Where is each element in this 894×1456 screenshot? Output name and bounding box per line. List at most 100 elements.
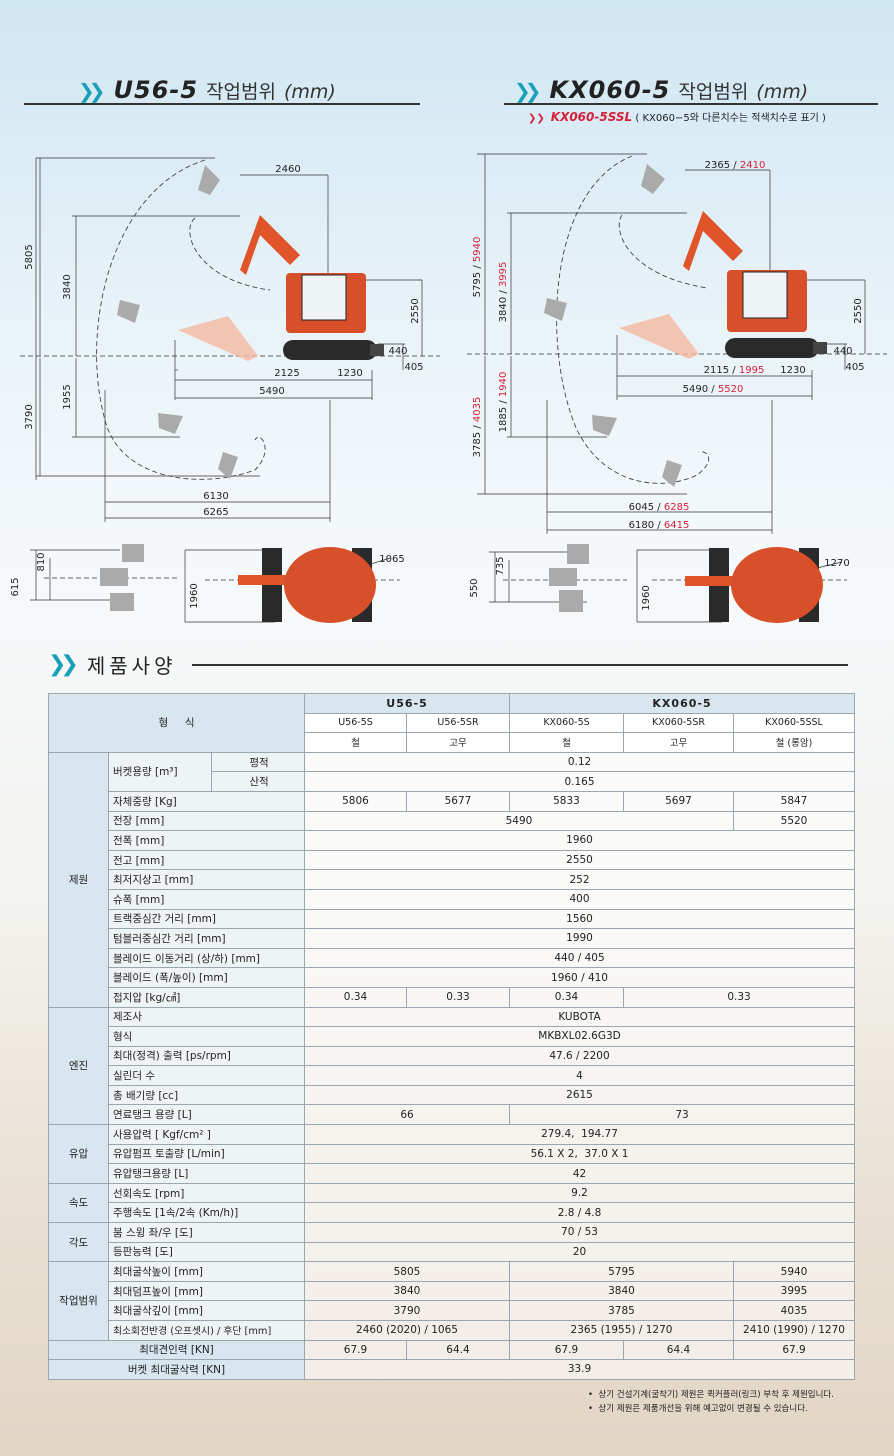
cell: 56.1 X 2, 37.0 X 1 — [303, 1143, 856, 1165]
dim-label: 615 — [10, 577, 21, 596]
cell: 67.9 — [304, 1339, 407, 1361]
dim-label: 1885 / 1940 — [498, 372, 509, 433]
dim-label: 1960 — [641, 585, 652, 610]
dim-label: 3840 — [62, 274, 73, 299]
dim-label: 5490 — [259, 386, 284, 397]
ssl-note: ❯❯KX060-5SSL ( KX060−5와 다른치수는 적색치수로 표기 ) — [528, 109, 826, 124]
cell: 252 — [303, 869, 856, 890]
kx060-working-range-diagram: 2365 / 2410 2115 / 1995 1230 5490 / 5520… — [467, 153, 887, 623]
cell: 5940 — [732, 1261, 856, 1282]
dim-label: 735 — [495, 556, 506, 575]
track-type: 고무 — [623, 732, 734, 753]
cell: 0.33 — [622, 986, 856, 1008]
row-label: 최대견인력 [KN] — [48, 1339, 305, 1361]
cell: 2550 — [303, 849, 856, 871]
footnote: • 상기 제원은 제품개선을 위해 예고없이 변경될 수 있습니다. — [588, 1404, 808, 1414]
dim-label: 1960 — [189, 583, 200, 608]
header-rule — [504, 103, 878, 105]
dim-label: 3785 / 4035 — [472, 397, 483, 458]
row-label: 사용압력 [ Kgf/cm² ] — [108, 1124, 305, 1145]
dim-label: 2550 — [853, 298, 864, 323]
track-type: 철 — [304, 732, 407, 753]
row-label: 최대(정격) 출력 [ps/rpm] — [108, 1045, 305, 1067]
cell: 440 / 405 — [303, 947, 856, 969]
model-name: U56-5 — [113, 76, 199, 104]
cell: 5490 — [304, 810, 734, 832]
spec-section-title: ❯❯ 제품사양 — [48, 650, 848, 679]
dim-label: 440 — [388, 346, 407, 357]
cell: 67.9 — [732, 1339, 856, 1361]
dim-label: 2460 — [275, 164, 300, 175]
cell: 5847 — [732, 790, 856, 812]
row-label: 선회속도 [rpm] — [108, 1182, 305, 1204]
row-label: 산적 — [211, 771, 305, 792]
header-label: 작업범위 — [678, 81, 749, 103]
cell: 0.165 — [303, 771, 856, 792]
u56-header: ❯❯ U56-5 작업범위 (mm) — [78, 76, 336, 104]
dim-label: 1230 — [780, 365, 805, 376]
cell: 5520 — [732, 810, 856, 832]
chevron-right-icon: ❯❯ — [528, 113, 545, 124]
cell: 0.34 — [509, 986, 624, 1008]
row-label: 평적 — [211, 751, 305, 773]
dim-label: 550 — [469, 578, 480, 597]
row-label: 연료탱크 용량 [L] — [108, 1104, 305, 1126]
cell: 70 / 53 — [303, 1222, 856, 1243]
dim-label: 405 — [404, 362, 423, 373]
dim-label: 2115 / 1995 — [704, 365, 765, 376]
cell: 3790 — [304, 1300, 510, 1321]
row-label: 버켓 최대굴삭력 [KN] — [48, 1359, 305, 1380]
dim-label: 2365 / 2410 — [705, 160, 766, 171]
row-label: 총 배기량 [cc] — [108, 1084, 305, 1106]
cell: 3785 — [509, 1300, 734, 1321]
row-label: 전폭 [mm] — [108, 830, 305, 851]
cell: 4 — [303, 1065, 856, 1086]
cell: 1960 — [303, 830, 856, 851]
cell: 67.9 — [509, 1339, 624, 1361]
row-label: 자체중량 [Kg] — [108, 790, 305, 812]
cell: 47.6 / 2200 — [303, 1045, 856, 1067]
title-rule — [192, 663, 848, 666]
cell: 20 — [303, 1241, 856, 1263]
row-label: 최대굴삭깊이 [mm] — [108, 1300, 305, 1321]
dim-label: 1230 — [337, 368, 362, 379]
header-unit: (mm) — [283, 81, 336, 103]
cell: 5697 — [623, 790, 734, 812]
cell: 42 — [303, 1163, 856, 1184]
cell: 5806 — [304, 790, 407, 812]
kx060-header: ❯❯ KX060-5 작업범위 (mm) — [514, 76, 808, 104]
dim-label: 810 — [36, 552, 47, 571]
cell: 33.9 — [303, 1359, 856, 1380]
dim-label: 2550 — [410, 298, 421, 323]
row-label: 블레이드 (폭/높이) [mm] — [108, 967, 305, 988]
cell: 2.8 / 4.8 — [303, 1202, 856, 1224]
chevron-right-icon: ❯❯ — [78, 79, 105, 103]
cell: 0.33 — [406, 986, 510, 1008]
row-label: 접지압 [kg/㎠] — [108, 986, 305, 1008]
row-label: 유압탱크용량 [L] — [108, 1163, 305, 1184]
category-spec: 제원 — [48, 751, 109, 1008]
sub-model: KX060-5SR — [623, 712, 734, 734]
cell: 66 — [304, 1104, 510, 1126]
sub-model: KX060-5SSL — [732, 712, 856, 734]
row-label: 버켓용량 [m³] — [108, 751, 212, 792]
row-label: 최대덤프높이 [mm] — [108, 1280, 305, 1302]
header-rule — [24, 103, 420, 105]
row-label: 형식 — [108, 1026, 305, 1047]
row-label: 전고 [mm] — [108, 849, 305, 871]
cell: 4035 — [732, 1300, 856, 1321]
dim-label: 6180 / 6415 — [629, 520, 690, 531]
row-label: 텀블러중심간 거리 [mm] — [108, 928, 305, 949]
cell: 73 — [508, 1104, 856, 1126]
cell: KUBOTA — [303, 1006, 856, 1028]
cell: 2410 (1990) / 1270 — [732, 1320, 856, 1341]
dim-label: 2125 — [274, 368, 299, 379]
cell: 3995 — [732, 1280, 856, 1302]
row-label: 등판능력 [도] — [108, 1241, 305, 1263]
cell: 279.4, 194.77 — [303, 1124, 856, 1145]
dim-label: 3790 — [24, 404, 35, 429]
row-label: 전장 [mm] — [108, 810, 305, 832]
row-label: 슈폭 [mm] — [108, 888, 305, 910]
category-speed: 속도 — [48, 1182, 109, 1224]
cell: 0.34 — [304, 986, 407, 1008]
